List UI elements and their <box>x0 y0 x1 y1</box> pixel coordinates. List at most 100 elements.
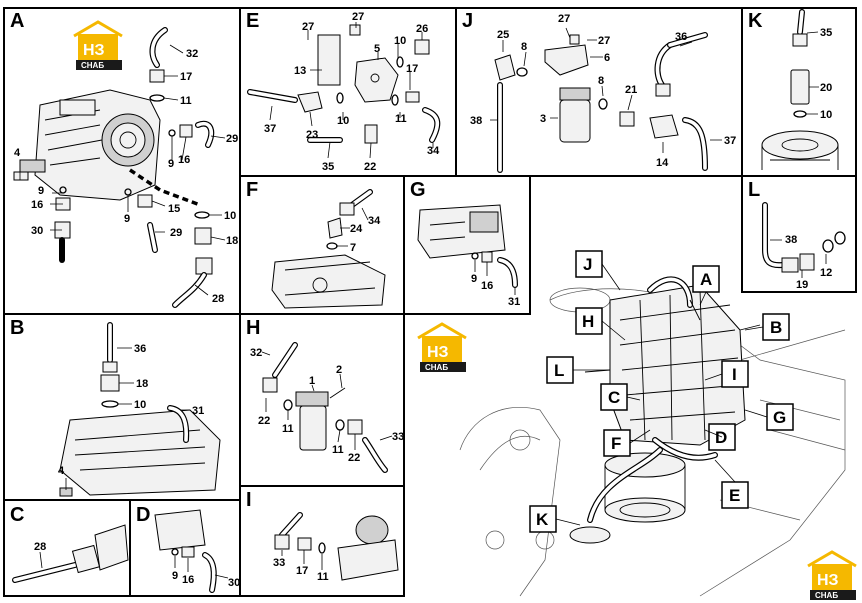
accumulator <box>355 515 389 545</box>
panel-b-callouts: 36 18 10 31 4 <box>58 343 204 477</box>
panel-i-callouts: 33 17 11 <box>273 557 329 583</box>
callout: 12 <box>820 267 832 279</box>
callout: 11 <box>282 423 294 435</box>
pump-illustration <box>13 89 161 201</box>
callout: 7 <box>350 242 356 254</box>
filter-h <box>299 405 327 451</box>
callout: 29 <box>226 133 238 145</box>
callout: 5 <box>374 43 380 55</box>
callout: 4 <box>58 465 65 477</box>
callout: 19 <box>796 279 808 291</box>
callout: 27 <box>558 13 570 25</box>
panel-a: A <box>3 7 241 315</box>
callout: 10 <box>820 109 832 121</box>
callout: 17 <box>406 63 418 75</box>
callout: 32 <box>186 48 198 60</box>
panel-a-callouts: 32 17 11 29 9 16 4 9 16 9 15 30 29 10 18… <box>14 48 238 305</box>
callout: 16 <box>481 280 493 292</box>
callout: 33 <box>273 557 285 569</box>
callout: 6 <box>604 52 610 64</box>
callout: 28 <box>34 541 46 553</box>
overview-box-a <box>692 265 720 293</box>
callout: 10 <box>224 210 236 222</box>
callout: 27 <box>302 21 314 33</box>
panel-f-letter: F <box>246 179 258 201</box>
callout: 17 <box>296 565 308 577</box>
callout: 16 <box>182 574 194 586</box>
panel-b-letter: B <box>10 317 24 339</box>
logo-word: СНАБ <box>815 591 838 600</box>
panel-g: G 9 16 31 <box>403 175 531 315</box>
overview-label-a: A <box>700 270 712 289</box>
panel-e-letter: E <box>246 10 259 32</box>
callout: 9 <box>471 273 477 285</box>
callout: 10 <box>134 399 146 411</box>
callout: 31 <box>508 296 520 308</box>
logo-word: СНАБ <box>425 363 448 372</box>
overview-label-g: G <box>773 408 786 427</box>
callout: 2 <box>336 364 342 376</box>
logo-middle: НЗ СНАБ <box>417 322 467 372</box>
panel-l-callouts: 38 19 12 <box>785 234 832 291</box>
overview-label-k: K <box>536 510 549 529</box>
callout: 34 <box>368 215 381 227</box>
panel-c: C 28 <box>3 499 131 597</box>
sensor-body <box>790 69 810 105</box>
logo-mark: НЗ <box>427 344 449 361</box>
callout: 23 <box>306 129 318 141</box>
panel-d: D 9 16 30 <box>129 499 241 597</box>
overview-label-e: E <box>729 486 740 505</box>
logo-mark: НЗ <box>817 572 839 589</box>
callout: 26 <box>416 23 428 35</box>
manifold-block <box>354 57 399 103</box>
overview-label-j: J <box>583 255 592 274</box>
overview-label-l: L <box>554 361 564 380</box>
panel-j-callouts: 27 25 8 27 6 36 8 21 38 3 37 14 <box>470 13 736 169</box>
callout: 30 <box>228 577 240 589</box>
coupling-illustration <box>94 524 129 571</box>
panel-c-letter: C <box>10 504 24 526</box>
panel-b: B 36 18 10 31 4 <box>3 313 241 501</box>
panel-h: H 32 1 2 22 11 11 22 33 <box>239 313 405 487</box>
panel-k: K 35 20 10 <box>741 7 857 177</box>
callout: 11 <box>317 571 329 583</box>
callout: 22 <box>258 415 270 427</box>
overview-box-e <box>721 481 749 509</box>
logo-top-left: НЗ СНАБ <box>73 20 123 70</box>
callout: 9 <box>38 185 44 197</box>
panel-i: I 33 17 11 <box>239 485 405 597</box>
panel-a-letter: A <box>10 10 24 32</box>
callout: 10 <box>337 115 349 127</box>
callout: 38 <box>785 234 797 246</box>
panel-h-callouts: 32 1 2 22 11 11 22 33 <box>250 347 404 464</box>
callout: 14 <box>656 157 669 169</box>
panel-e-frame <box>239 7 457 177</box>
callout: 4 <box>14 147 21 159</box>
callout: 9 <box>168 158 174 170</box>
callout: 16 <box>178 154 190 166</box>
panel-f: F 34 24 7 <box>239 175 405 315</box>
callout: 18 <box>136 378 148 390</box>
panel-d-callouts: 9 16 30 <box>172 570 240 589</box>
callout: 17 <box>180 71 192 83</box>
overview-label-i: I <box>732 365 737 384</box>
panel-f-callouts: 34 24 7 <box>350 215 381 254</box>
logo-bottom-right: НЗ СНАБ <box>807 550 857 600</box>
callout: 36 <box>134 343 146 355</box>
panel-e-callouts: 27 27 26 5 10 13 17 37 23 10 11 34 35 22 <box>264 11 440 173</box>
overview-box-h <box>575 307 603 335</box>
callout: 21 <box>625 84 637 96</box>
panel-l: L 38 19 12 <box>741 175 857 293</box>
panel-l-letter: L <box>748 179 760 201</box>
callout: 36 <box>675 31 687 43</box>
panel-h-letter: H <box>246 317 260 339</box>
callout: 24 <box>350 223 363 235</box>
logo-word: СНАБ <box>81 61 104 70</box>
callout: 37 <box>264 123 276 135</box>
callout: 35 <box>322 161 334 173</box>
pump-lower-illustration <box>59 409 221 496</box>
tee-fitting <box>649 114 679 139</box>
panel-g-callouts: 9 16 31 <box>471 273 520 308</box>
callout: 30 <box>31 225 43 237</box>
